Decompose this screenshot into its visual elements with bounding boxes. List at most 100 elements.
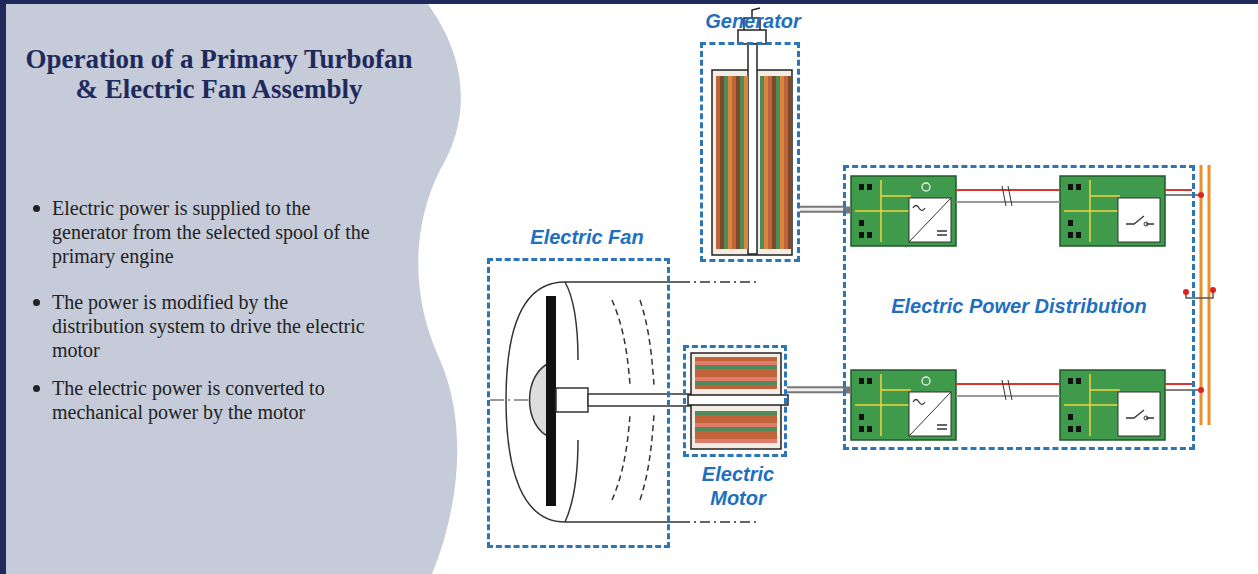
board-component [1068,220,1073,226]
board-component [1068,184,1073,190]
wire [956,383,1060,385]
board-component [859,232,864,238]
bullet-dot [33,205,40,212]
board-port [922,377,930,385]
board-component [1076,184,1081,190]
board-component [1076,426,1081,432]
wire [1165,383,1192,385]
group-label: Generator [673,9,833,33]
switch-contact [1144,416,1148,420]
board-component [1076,232,1081,238]
wire [956,201,1060,203]
board-component [1076,378,1081,384]
coil-stripe [764,76,768,249]
bullet-text: The power is modified by the distributio… [52,290,382,362]
bus-bars [1165,165,1216,425]
coil-stripe [768,76,772,249]
side-panel [0,0,461,574]
board-component [867,184,872,190]
winding-stripe [695,427,777,431]
converter-diagonal [909,392,951,436]
winding-stripe [695,415,777,419]
power-cable [800,209,843,210]
coil-stripe [760,76,764,249]
coil-stripe [784,76,788,249]
winding-stripe [695,431,777,435]
board-trace [855,180,911,242]
coil-stripe [788,76,792,249]
generator-drawing [712,8,792,255]
winding-stripe [695,411,777,415]
dc-symbol [937,231,947,235]
coil-stripe [716,76,720,249]
board-component [859,220,864,226]
ac-symbol [913,400,925,405]
bullet-dot [33,385,40,392]
switch-symbol [1126,410,1154,418]
board-component [1068,426,1073,432]
winding-stripe [695,423,777,427]
wire-break [1002,186,1012,206]
switch-contact [1144,222,1148,226]
cable-outer [800,206,843,213]
board-component [1068,232,1073,238]
module-box [909,392,951,436]
board-component [859,414,864,420]
circuit-board [851,370,956,440]
coil-stripe [720,76,724,249]
winding-stripe [695,369,777,373]
coil-stripe [772,76,776,249]
left-border [0,0,6,574]
cable-inner [800,208,843,211]
dashed-group-box: Generator [700,42,800,262]
winding-stripe [695,439,777,443]
board-component [859,378,864,384]
module-box [1118,392,1160,436]
generator-coils [716,76,792,249]
power-cable [787,389,843,390]
winding-stripe [695,435,777,439]
board-trace [1064,374,1120,436]
cable-outer [787,386,843,393]
winding-stripe [695,381,777,385]
coil-stripe [732,76,736,249]
coil-stripe [776,76,780,249]
module-box [909,198,951,242]
coil-stripe [780,76,784,249]
board-component [867,232,872,238]
board-component [859,184,864,190]
winding-stripe [695,385,777,389]
dc-symbol [937,425,947,429]
wire-break [1002,380,1012,400]
circuit-board [1060,176,1165,246]
winding-stripe [695,373,777,377]
board-port [922,183,930,191]
board-trace [855,374,911,436]
converter-diagonal [909,198,951,242]
coil-stripe [736,76,740,249]
coil-stripe [728,76,732,249]
winding-stripe [695,377,777,381]
wire [956,189,1060,191]
bullet-text: Electric power is supplied to the genera… [52,196,382,268]
group-label: Electric Motor [682,462,794,510]
board-component [867,378,872,384]
wire [1165,189,1192,191]
module-box [1118,198,1160,242]
winding-stripe [695,357,777,361]
circuit-board [851,176,956,246]
ac-symbol [913,206,925,211]
coil-stripe [744,76,748,249]
bullet-dot [33,299,40,306]
dashed-group-box: Electric Motor [683,345,787,457]
slide-title: Operation of a Primary Turbofan & Electr… [14,44,424,104]
group-label: Electric Power Distribution [846,294,1192,318]
board-component [859,426,864,432]
bullet-text: The electric power is converted to mecha… [52,376,382,424]
board-component [1068,378,1073,384]
winding-stripe [695,419,777,423]
cable-inner [787,388,843,391]
motor-shaft [688,395,788,405]
winding-stripe [695,365,777,369]
coil-stripe [724,76,728,249]
